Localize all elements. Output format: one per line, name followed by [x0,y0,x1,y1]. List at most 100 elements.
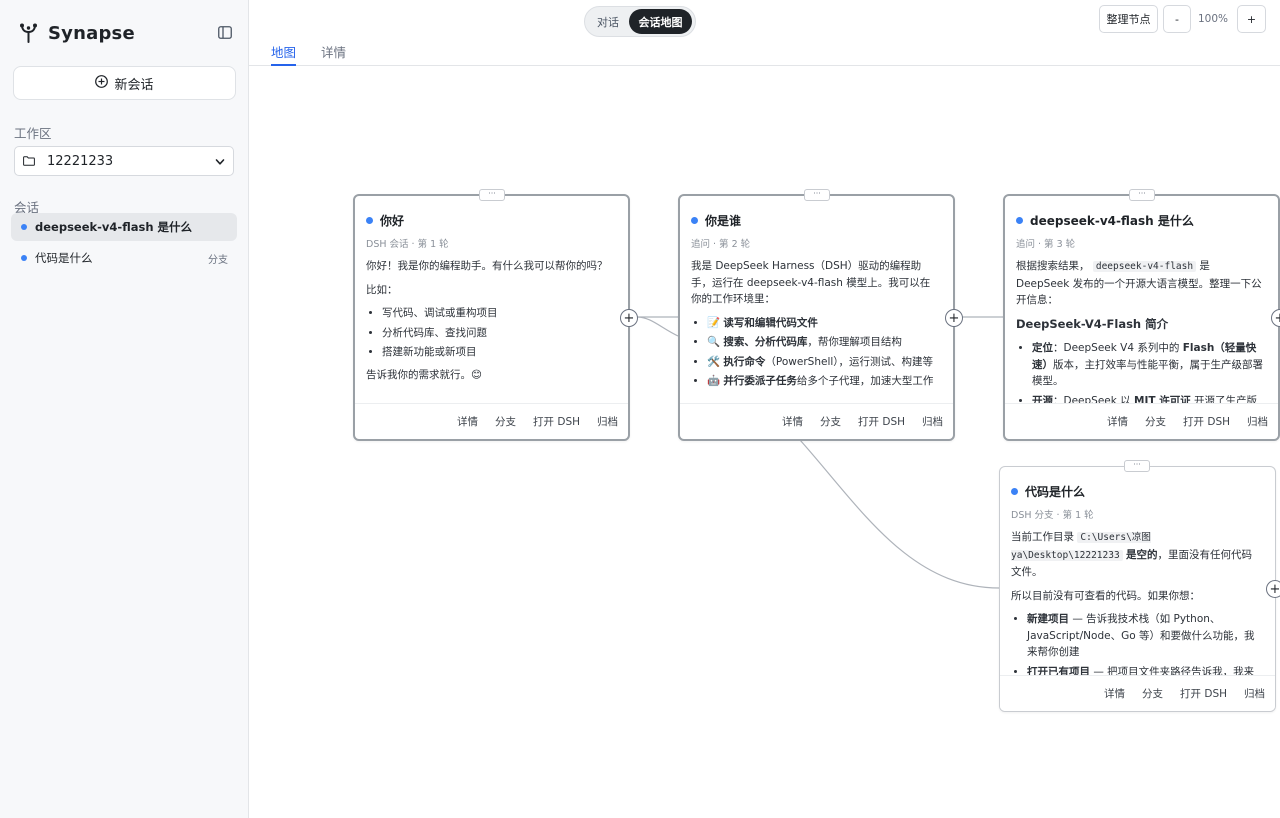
node-open-dsh-button[interactable]: 打开 DSH [1183,416,1230,428]
node-content: deepseek-v4-flash 是什么 追问 · 第 3 轮 根据搜索结果，… [1005,196,1278,439]
node-paragraph: 告诉我你的需求就行。😊 [366,368,482,381]
node-archive-button[interactable]: 归档 [597,416,618,428]
node-title: deepseek-v4-flash 是什么 [1016,212,1194,229]
node-list: 写代码、调试或重构项目 分析代码库、查找问题 搭建新功能或新项目 [366,305,614,361]
edges-layer [636,316,1003,589]
node-drag-handle[interactable]: ··· [1124,460,1150,472]
text-span: — 把项目文件夹路径告诉我，我来 [1090,665,1255,678]
node-paragraph: 我是 DeepSeek Harness（DSH）驱动的编程助手，运行在 deep… [691,260,931,305]
conversation-dot [21,224,27,230]
node-open-dsh-button[interactable]: 打开 DSH [1180,688,1227,700]
map-view-button[interactable]: 会话地图 [629,9,692,34]
node-heading: DeepSeek-V4-Flash 简介 [1016,316,1169,331]
text-span: 版本，主打效率与性能平衡，属于生产级部署模型。 [1032,358,1263,388]
map-node[interactable]: 代码是什么 DSH 分支 · 第 1 轮 当前工作目录 C:\Users\凉图y… [999,460,1280,712]
node-drag-handle[interactable]: ··· [804,189,830,201]
list-item-rest: （PowerShell），运行测试、构建等 [765,355,934,368]
node-body: 根据搜索结果， deepseek-v4-flash 是 DeepSeek 发布的… [1016,258,1264,415]
arrange-nodes-button[interactable]: 整理节点 [1099,5,1158,33]
node-details-button[interactable]: 详情 [782,416,804,428]
node-title-text: deepseek-v4-flash 是什么 [1030,214,1194,228]
workspace-select[interactable]: 12221233 [14,146,234,176]
text-span: 是 DeepSeek 发布的一个开源大语言模型。整理一下公开信息： [1016,260,1262,306]
conversation-item-deepseek[interactable]: deepseek-v4-flash 是什么 [11,213,237,241]
add-followup-plus-icon[interactable]: + [945,309,963,327]
conversation-title: deepseek-v4-flash 是什么 [35,220,193,234]
node-archive-button[interactable]: 归档 [922,416,943,428]
node-archive-button[interactable]: 归档 [1247,416,1268,428]
node-content: 代码是什么 DSH 分支 · 第 1 轮 当前工作目录 C:\Users\凉图y… [1000,467,1275,711]
node-actions: 详情 分支 打开 DSH 归档 [355,403,628,439]
chat-view-button[interactable]: 对话 [597,15,619,29]
node-drag-handle[interactable]: ··· [1129,189,1155,201]
node-meta: 追问 · 第 3 轮 [1016,239,1076,250]
list-item-bold: Flash（轻量快速） [1032,342,1257,371]
node-archive-button[interactable]: 归档 [1244,688,1265,700]
conversation-item-code[interactable]: 代码是什么 分支 [11,244,237,272]
synapse-logo-icon [18,22,38,44]
brand: Synapse [18,22,135,44]
list-item-bold: 并行委派子任务 [723,375,797,387]
tab-map[interactable]: 地图 [271,42,297,66]
node-details-button[interactable]: 详情 [1107,416,1129,428]
node-paragraph: 所以目前没有可查看的代码。如果你想： [1011,589,1200,602]
map-node[interactable]: 你是谁 追问 · 第 2 轮 我是 DeepSeek Harness（DSH）驱… [678,189,963,441]
list-item-rest: 给多个子代理，加速大型工作 [796,375,934,387]
text-span: ，里面没有任何代码文件。 [1011,548,1253,579]
node-title-text: 代码是什么 [1025,485,1086,499]
node-details-button[interactable]: 详情 [457,416,479,428]
list-item: 新建项目 — 告诉我技术栈（如 Python、JavaScript/Node、G… [1027,611,1261,661]
node-body: 当前工作目录 C:\Users\凉图ya\Desktop\12221233 是空… [1011,529,1261,686]
folder-icon [23,156,35,166]
node-open-dsh-button[interactable]: 打开 DSH [533,416,580,428]
list-item-bold: 读写和编辑代码文件 [723,316,818,329]
add-followup-plus-icon[interactable]: + [620,309,638,327]
magnifier-icon: 🔍 [707,336,721,348]
list-item: 🛠️ 执行命令（PowerShell），运行测试、构建等 [707,354,939,371]
list-item-bold: 新建项目 [1027,613,1069,625]
node-branch-button[interactable]: 分支 [495,416,517,428]
node-list: 📝 读写和编辑代码文件 🔍 搜索、分析代码库，帮你理解项目结构 🛠️ 执行命令（… [691,315,939,390]
node-meta: DSH 会话 · 第 1 轮 [366,239,449,250]
node-branch-button[interactable]: 分支 [820,416,842,428]
edge-1-2-curve [636,316,679,337]
new-chat-button[interactable]: 新会话 [13,66,236,100]
zoom-out-button[interactable]: - [1163,5,1191,33]
view-toggle: 对话 会话地图 [584,6,696,37]
text-span: 根据搜索结果， [1016,260,1090,272]
list-item: 写代码、调试或重构项目 [382,305,614,322]
conversation-title: 代码是什么 [35,251,93,265]
workspace-section-label: 工作区 [14,126,52,141]
list-item: 🔍 搜索、分析代码库，帮你理解项目结构 [707,334,939,351]
node-title: 你好 [366,212,404,229]
node-meta: DSH 分支 · 第 1 轮 [1011,510,1094,521]
node-details-button[interactable]: 详情 [1104,688,1126,700]
zoom-in-button[interactable]: + [1237,5,1266,33]
node-open-dsh-button[interactable]: 打开 DSH [858,416,905,428]
list-item: 🤖 并行委派子任务给多个子代理，加速大型工作 [707,373,939,390]
node-paragraph: 比如： [366,283,398,296]
list-item-bold: 定位 [1032,342,1053,354]
app-name: Synapse [48,22,135,44]
map-node[interactable]: deepseek-v4-flash 是什么 追问 · 第 3 轮 根据搜索结果，… [1003,189,1280,441]
node-actions: 详情 分支 打开 DSH 归档 [1000,675,1275,711]
list-item: 搭建新功能或新项目 [382,344,614,361]
text-span: — 告诉我技术栈（如 Python、JavaScript/Node、Go 等）和… [1027,613,1255,658]
sidebar-collapse-icon[interactable] [216,24,234,40]
memo-icon: 📝 [707,316,721,329]
list-item: 📝 读写和编辑代码文件 [707,315,939,332]
tab-details[interactable]: 详情 [321,45,347,60]
map-node[interactable]: 你好 DSH 会话 · 第 1 轮 你好！我是你的编程助手。有什么我可以帮你的吗… [353,189,638,441]
list-item-bold: 执行命令 [723,355,766,368]
node-actions: 详情 分支 打开 DSH 归档 [1005,403,1278,439]
node-branch-button[interactable]: 分支 [1142,688,1164,700]
node-content: 你好 DSH 会话 · 第 1 轮 你好！我是你的编程助手。有什么我可以帮你的吗… [355,196,628,439]
add-followup-plus-icon[interactable]: + [1266,580,1280,598]
node-paragraph: 当前工作目录 C:\Users\凉图ya\Desktop\12221233 是空… [1011,529,1261,581]
text-bold: 是空的 [1126,548,1158,561]
node-paragraph: 根据搜索结果， deepseek-v4-flash 是 DeepSeek 发布的… [1016,258,1264,309]
node-drag-handle[interactable]: ··· [479,189,505,201]
node-actions: 详情 分支 打开 DSH 归档 [680,403,953,439]
node-branch-button[interactable]: 分支 [1145,416,1167,428]
conversation-map-canvas[interactable]: 你好 DSH 会话 · 第 1 轮 你好！我是你的编程助手。有什么我可以帮你的吗… [249,66,1280,818]
